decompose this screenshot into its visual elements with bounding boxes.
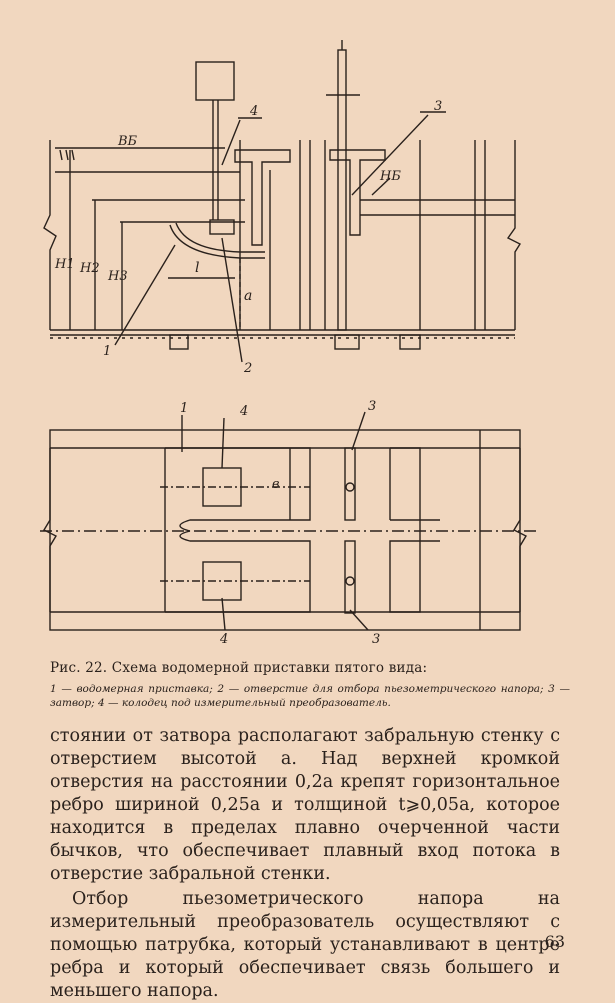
plan-view (40, 411, 540, 631)
label-4: 4 (249, 104, 258, 119)
label-2: 2 (243, 361, 252, 376)
figure-legend: 1 — водомерная приставка; 2 — отверстие … (50, 683, 570, 709)
plan-label-4-top: 4 (239, 404, 248, 419)
label-h3: H3 (107, 269, 128, 284)
plan-label-1: 1 (180, 401, 188, 416)
figure-caption: Рис. 22. Схема водомерной приставки пято… (50, 660, 428, 676)
label-h2: H2 (79, 261, 100, 276)
plan-label-4-bottom: 4 (219, 632, 228, 647)
plan-label-b: в (272, 477, 280, 492)
section-view (43, 40, 522, 363)
paragraph-2: Отбор пьезометрического напора на измери… (50, 889, 560, 1001)
label-l: l (195, 260, 199, 276)
label-nb: НБ (379, 169, 401, 184)
plan-label-3-top: 3 (368, 399, 376, 414)
figure-22-drawing: ВБ НБ H1 H2 H3 l a 1 2 3 4 1 4 3 в 4 3 (40, 40, 540, 647)
paragraph-1: стоянии от затвора располагают забральну… (50, 726, 560, 884)
label-a: a (244, 288, 252, 304)
body-text: стоянии от затвора располагают забральну… (50, 725, 560, 1003)
label-3: 3 (434, 99, 442, 114)
page-number: 63 (544, 932, 565, 951)
label-1: 1 (103, 344, 111, 359)
label-vb: ВБ (117, 134, 138, 149)
label-h1: H1 (54, 257, 75, 272)
plan-label-3-bottom: 3 (372, 632, 380, 647)
